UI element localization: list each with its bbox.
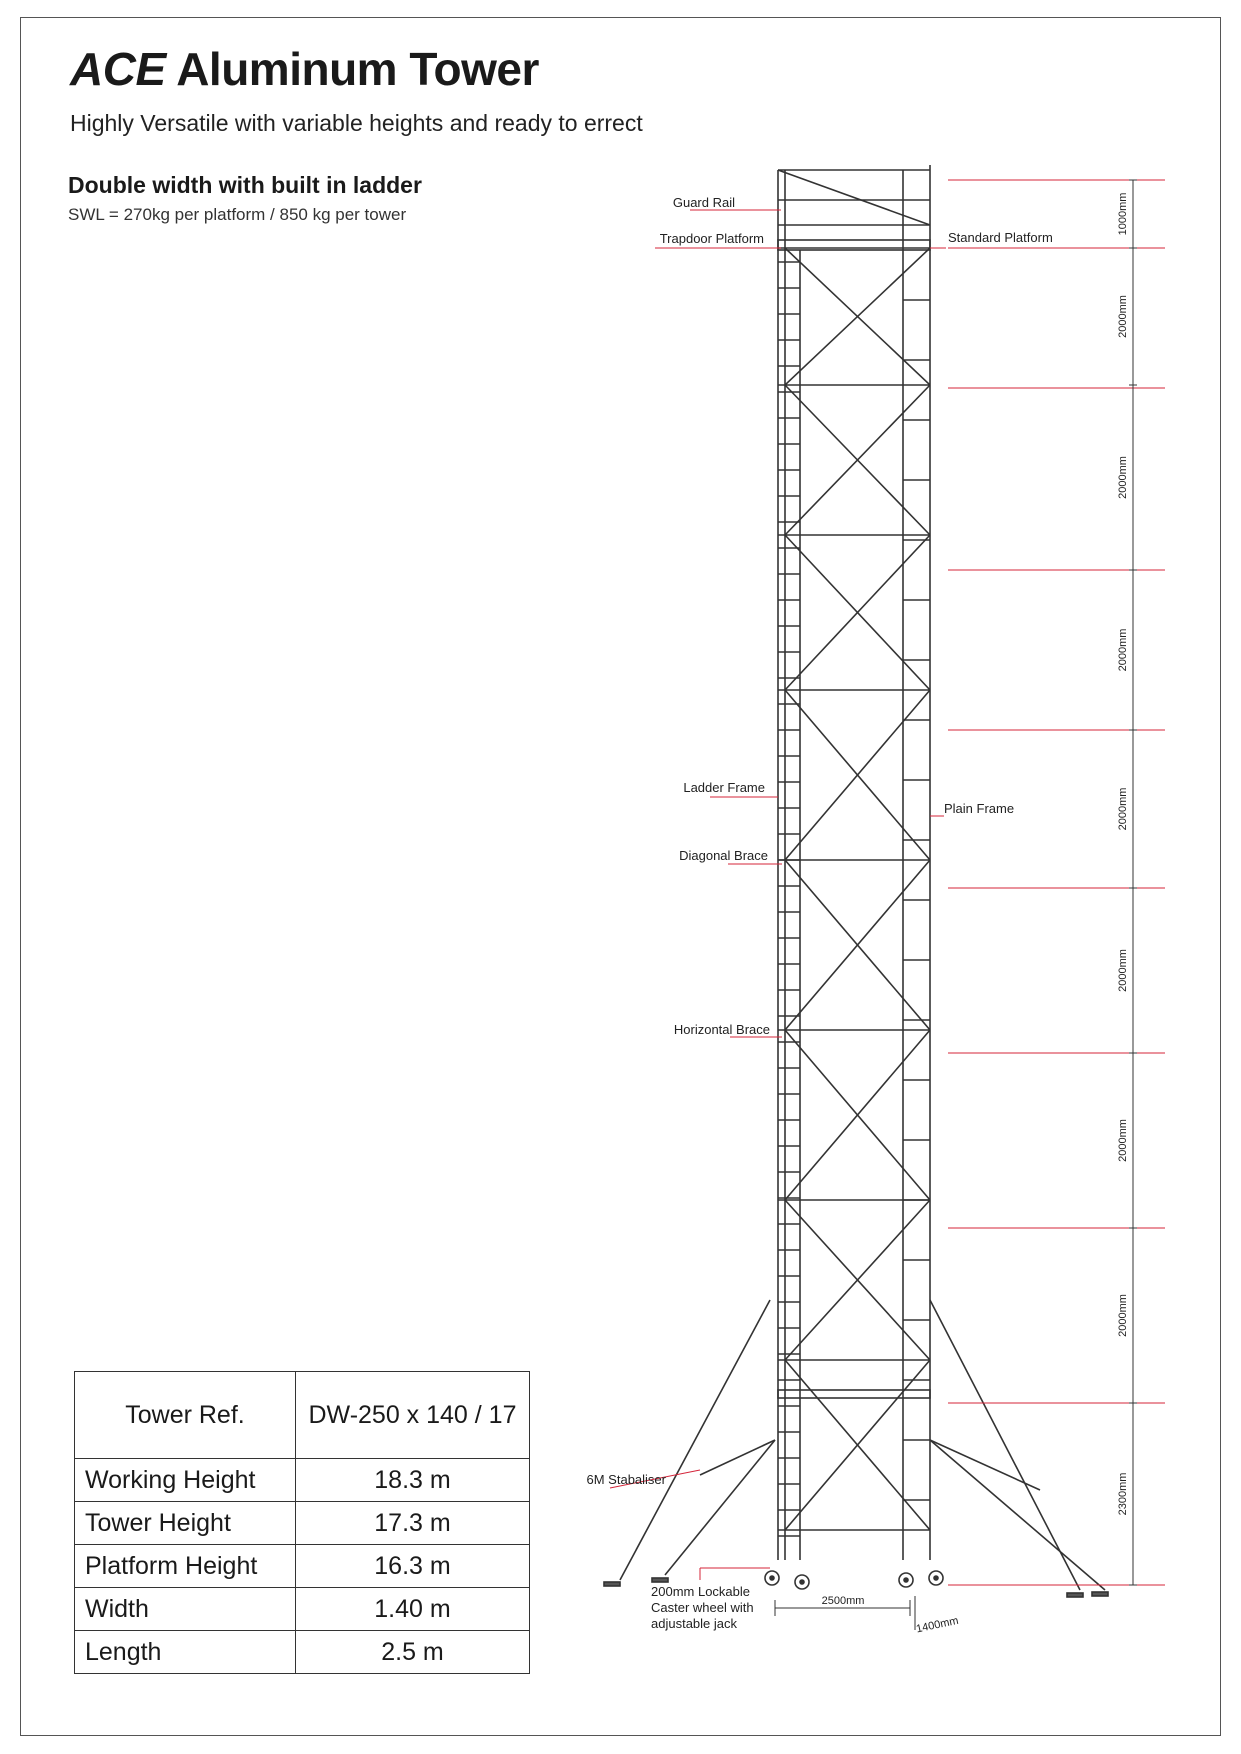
stabaliser-label: 6M Stabaliser <box>587 1472 667 1487</box>
stabaliser <box>929 1439 1106 1591</box>
diagonal-brace <box>784 859 931 1031</box>
stabaliser <box>619 1299 771 1581</box>
caster-hub <box>799 1579 805 1585</box>
stabaliser-foot <box>651 1577 669 1583</box>
dimension-label: 2000mm <box>1117 1294 1129 1337</box>
trapdoor-platform-label: Trapdoor Platform <box>660 231 764 246</box>
diagonal-brace <box>784 247 931 386</box>
title-text: Aluminum Tower <box>165 43 539 95</box>
caster-label-2: Caster wheel with <box>651 1600 754 1615</box>
diagonal-brace-label: Diagonal Brace <box>679 848 768 863</box>
dimension-label: 2000mm <box>1117 788 1129 831</box>
swl-note: SWL = 270kg per platform / 850 kg per to… <box>68 205 407 224</box>
leader-line <box>609 1469 701 1489</box>
dimension-label: 2300mm <box>1117 1473 1129 1516</box>
brand-name: ACE <box>70 43 166 95</box>
dimension-label: 2000mm <box>1117 295 1129 338</box>
diagonal-brace <box>784 384 931 536</box>
table-row: Tower Ref. DW-250 x 140 / 17 <box>74 1371 530 1459</box>
diagonal-brace <box>777 169 931 226</box>
table-value: 1.40 m <box>295 1587 530 1631</box>
length-dimension-label: 2500mm <box>822 1595 865 1607</box>
table-key: Tower Ref. <box>74 1371 296 1459</box>
table-key: Tower Height <box>74 1501 296 1545</box>
dimension-label: 2000mm <box>1117 1119 1129 1162</box>
guard-rail-label: Guard Rail <box>673 195 735 210</box>
page-border <box>20 17 1221 1736</box>
platform <box>777 239 931 251</box>
caster-hub <box>933 1575 939 1581</box>
plain-frame-label: Plain Frame <box>944 801 1014 816</box>
caster-label-3: adjustable jack <box>651 1616 737 1631</box>
tower-structure <box>603 165 1109 1598</box>
dimension-label: 1000mm <box>1117 193 1129 236</box>
stabaliser <box>699 1439 776 1476</box>
table-row: Platform Height 16.3 m <box>74 1544 530 1588</box>
dimension-lines: 1000mm 2000mm 2000mm 2000mm 2000mm 2000mm 2000… <box>774 179 1165 1630</box>
ladder-frame-label: Ladder Frame <box>683 780 765 795</box>
caster-label-1: 200mm Lockable <box>651 1584 750 1599</box>
spec-table: Tower Ref. DW-250 x 140 / 17 Working Hei… <box>74 1371 530 1674</box>
caster-wheel <box>764 1570 780 1586</box>
dimension-label: 2000mm <box>1117 949 1129 992</box>
page-subtitle: Highly Versatile with variable heights a… <box>70 110 643 136</box>
table-key: Length <box>74 1630 296 1674</box>
table-value: 2.5 m <box>295 1630 530 1674</box>
diagonal-brace <box>784 1029 931 1201</box>
diagonal-brace <box>784 1199 931 1361</box>
table-key: Platform Height <box>74 1544 296 1588</box>
caster-wheel <box>898 1572 914 1588</box>
table-value: 17.3 m <box>295 1501 530 1545</box>
table-value: DW-250 x 140 / 17 <box>295 1371 530 1459</box>
stabaliser-foot <box>603 1581 621 1587</box>
diagonal-brace <box>784 1359 931 1531</box>
dimension-label: 2000mm <box>1117 629 1129 672</box>
platform <box>777 1389 931 1399</box>
caster-hub <box>769 1575 775 1581</box>
diagonal-brace <box>784 534 931 691</box>
width-dimension-label: 1400mm <box>915 1615 959 1636</box>
caster-wheel <box>928 1570 944 1586</box>
stabaliser-foot <box>1066 1592 1084 1598</box>
stabaliser-foot <box>1091 1591 1109 1597</box>
stabaliser <box>929 1299 1081 1591</box>
section-heading: Double width with built in ladder <box>68 172 422 198</box>
caster-hub <box>903 1577 909 1583</box>
table-value: 16.3 m <box>295 1544 530 1588</box>
diagonal-brace <box>784 689 931 861</box>
page-title: ACE Aluminum Tower <box>70 42 539 96</box>
stabaliser <box>664 1439 776 1576</box>
dimension-label: 2000mm <box>1117 456 1129 499</box>
leader-lines <box>609 209 946 1580</box>
standard-platform-label: Standard Platform <box>948 230 1053 245</box>
caster-wheel <box>794 1574 810 1590</box>
stabaliser <box>929 1439 1041 1491</box>
horizontal-brace-label: Horizontal Brace <box>674 1022 770 1037</box>
table-row: Length 2.5 m <box>74 1630 530 1674</box>
table-row: Tower Height 17.3 m <box>74 1501 530 1545</box>
